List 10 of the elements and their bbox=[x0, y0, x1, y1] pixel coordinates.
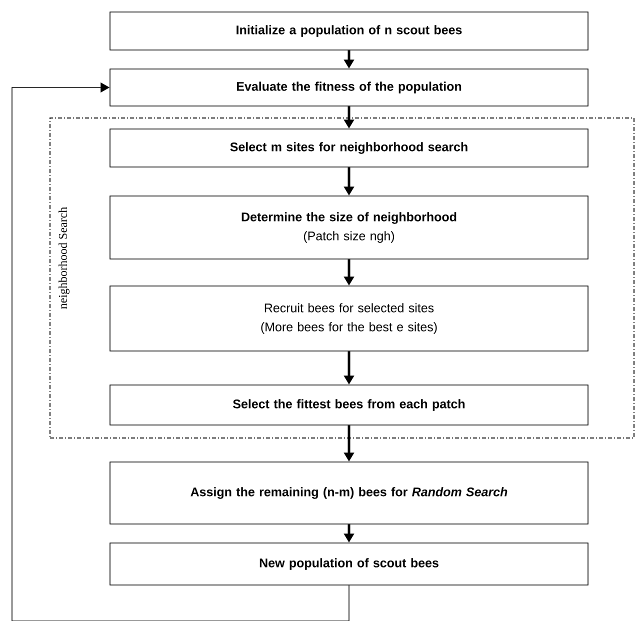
process-box: Select the fittest bees from each patch bbox=[110, 384, 588, 426]
process-box: Assign the remaining (n-m) bees for Random Search bbox=[110, 462, 588, 524]
process-box: Recruit bees for selected sites (More bees for the best e sites) bbox=[110, 286, 588, 352]
process-box: Initialize a population of n scout bees bbox=[110, 12, 588, 50]
process-box: Evaluate the fitness of the population bbox=[110, 68, 588, 106]
arrow bbox=[12, 82, 350, 621]
group-label: neighborhood Search bbox=[58, 207, 70, 309]
process-box: New population of scout bees bbox=[110, 542, 588, 586]
process-box: Select m sites for neighborhood search bbox=[110, 128, 588, 168]
process-box: Determine the size of neighborhood (Patch size ngh) bbox=[110, 196, 588, 260]
